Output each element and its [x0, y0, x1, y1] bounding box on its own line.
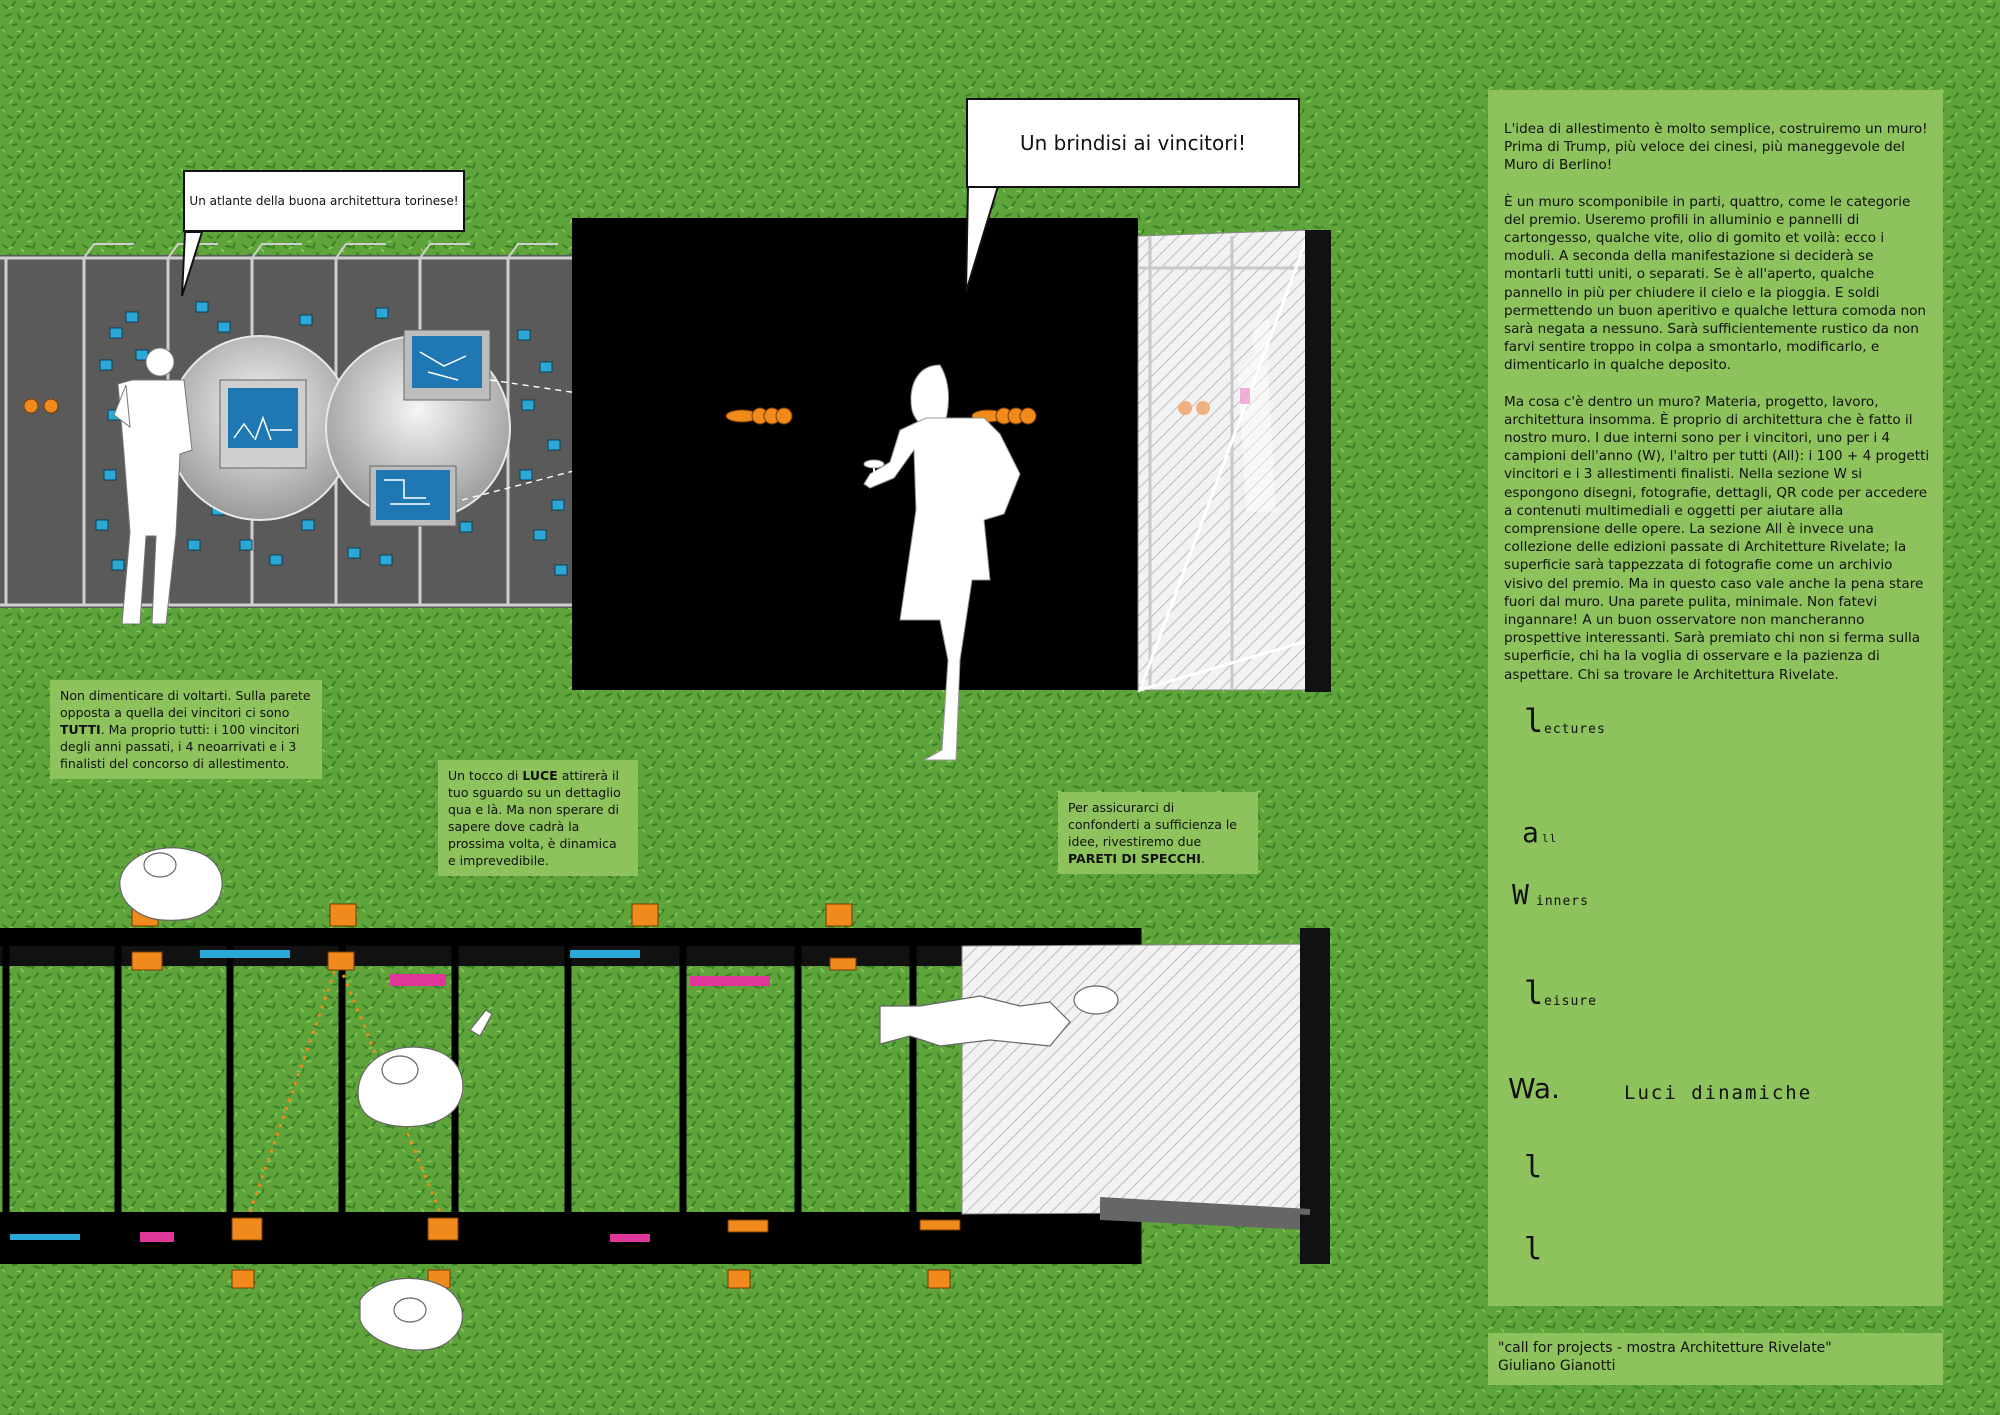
note-luce-text-1: Un tocco di: [448, 768, 523, 783]
description-paragraph: L'idea di allestimento è molto semplice,…: [1504, 121, 1928, 174]
legend-word: ectures: [1544, 722, 1606, 737]
note-specchi-text-2: .: [1200, 851, 1205, 866]
speech-bubble-brindisi-text: Un brindisi ai vincitori!: [1019, 131, 1247, 155]
description-paragraph: È un muro scomponibile in parti, quattro…: [1504, 193, 1927, 374]
row-label: l: [1524, 1232, 1543, 1267]
hatched-glass-module: [1137, 229, 1331, 693]
legend-letter: a: [1522, 816, 1539, 849]
plan-view-corridor: [0, 903, 1330, 1289]
orange-bottles-right: [971, 407, 1037, 425]
note-voltarti-text-2: . Ma proprio tutti: i 100 vincitori degl…: [60, 722, 300, 771]
note-voltarti-text-1: Non dimenticare di voltarti. Sulla paret…: [60, 688, 311, 720]
people-plan-view: [119, 847, 1119, 1351]
note-specchi-text-1: Per assicurarci di confonderti a suffici…: [1068, 800, 1237, 849]
legend-word: inners: [1536, 894, 1589, 909]
book-icon: [1870, 730, 1871, 731]
description-panel: L'idea di allestimento è molto semplice,…: [1488, 90, 1943, 1306]
trophy-icon: [1870, 890, 1871, 891]
legend-letter: W: [1512, 878, 1529, 911]
credit-box: "call for projects - mostra Architetture…: [1488, 1333, 1943, 1385]
credit-author: Giuliano Gianotti: [1498, 1358, 1616, 1374]
note-voltarti: Non dimenticare di voltarti. Sulla paret…: [50, 680, 322, 779]
legend-word: ll: [1542, 832, 1558, 845]
section-badge: Wa.: [1508, 1072, 1560, 1105]
legend-letter: l: [1524, 974, 1544, 1012]
description-paragraph: Ma cosa c'è dentro un muro? Materia, pro…: [1504, 393, 1930, 683]
speech-bubble-atlante: Un atlante della buona architettura tori…: [183, 170, 465, 232]
legend-word: eisure: [1544, 994, 1597, 1009]
note-luce: Un tocco di LUCE attirerà il tuo sguardo…: [438, 760, 638, 876]
speech-bubble-atlante-text: Un atlante della buona architettura tori…: [189, 194, 459, 208]
person-left-silhouette: [113, 347, 193, 625]
note-luce-emphasis: LUCE: [522, 768, 558, 783]
speech-bubble-brindisi: Un brindisi ai vincitori!: [966, 98, 1300, 188]
drink-cup-icon: [1870, 960, 1871, 961]
note-luce-text-2: attirerà il tuo sguardo su un dettaglio …: [448, 768, 621, 868]
magnifier-lens: [167, 329, 771, 527]
woman-silhouette: [863, 364, 1021, 761]
orange-bottles-left: [725, 407, 793, 425]
black-room-wall: [572, 218, 1138, 690]
section-title: Luci dinamiche: [1624, 1082, 1813, 1104]
grid-pattern-icon: [1870, 810, 1871, 811]
note-voltarti-emphasis: TUTTI: [60, 722, 101, 737]
legend-letter: l: [1524, 702, 1544, 740]
credit-title: "call for projects - mostra Architetture…: [1498, 1340, 1832, 1356]
row-label: l: [1524, 1150, 1543, 1185]
note-specchi-emphasis: PARETI DI SPECCHI: [1068, 851, 1201, 866]
note-specchi: Per assicurarci di confonderti a suffici…: [1058, 792, 1258, 874]
